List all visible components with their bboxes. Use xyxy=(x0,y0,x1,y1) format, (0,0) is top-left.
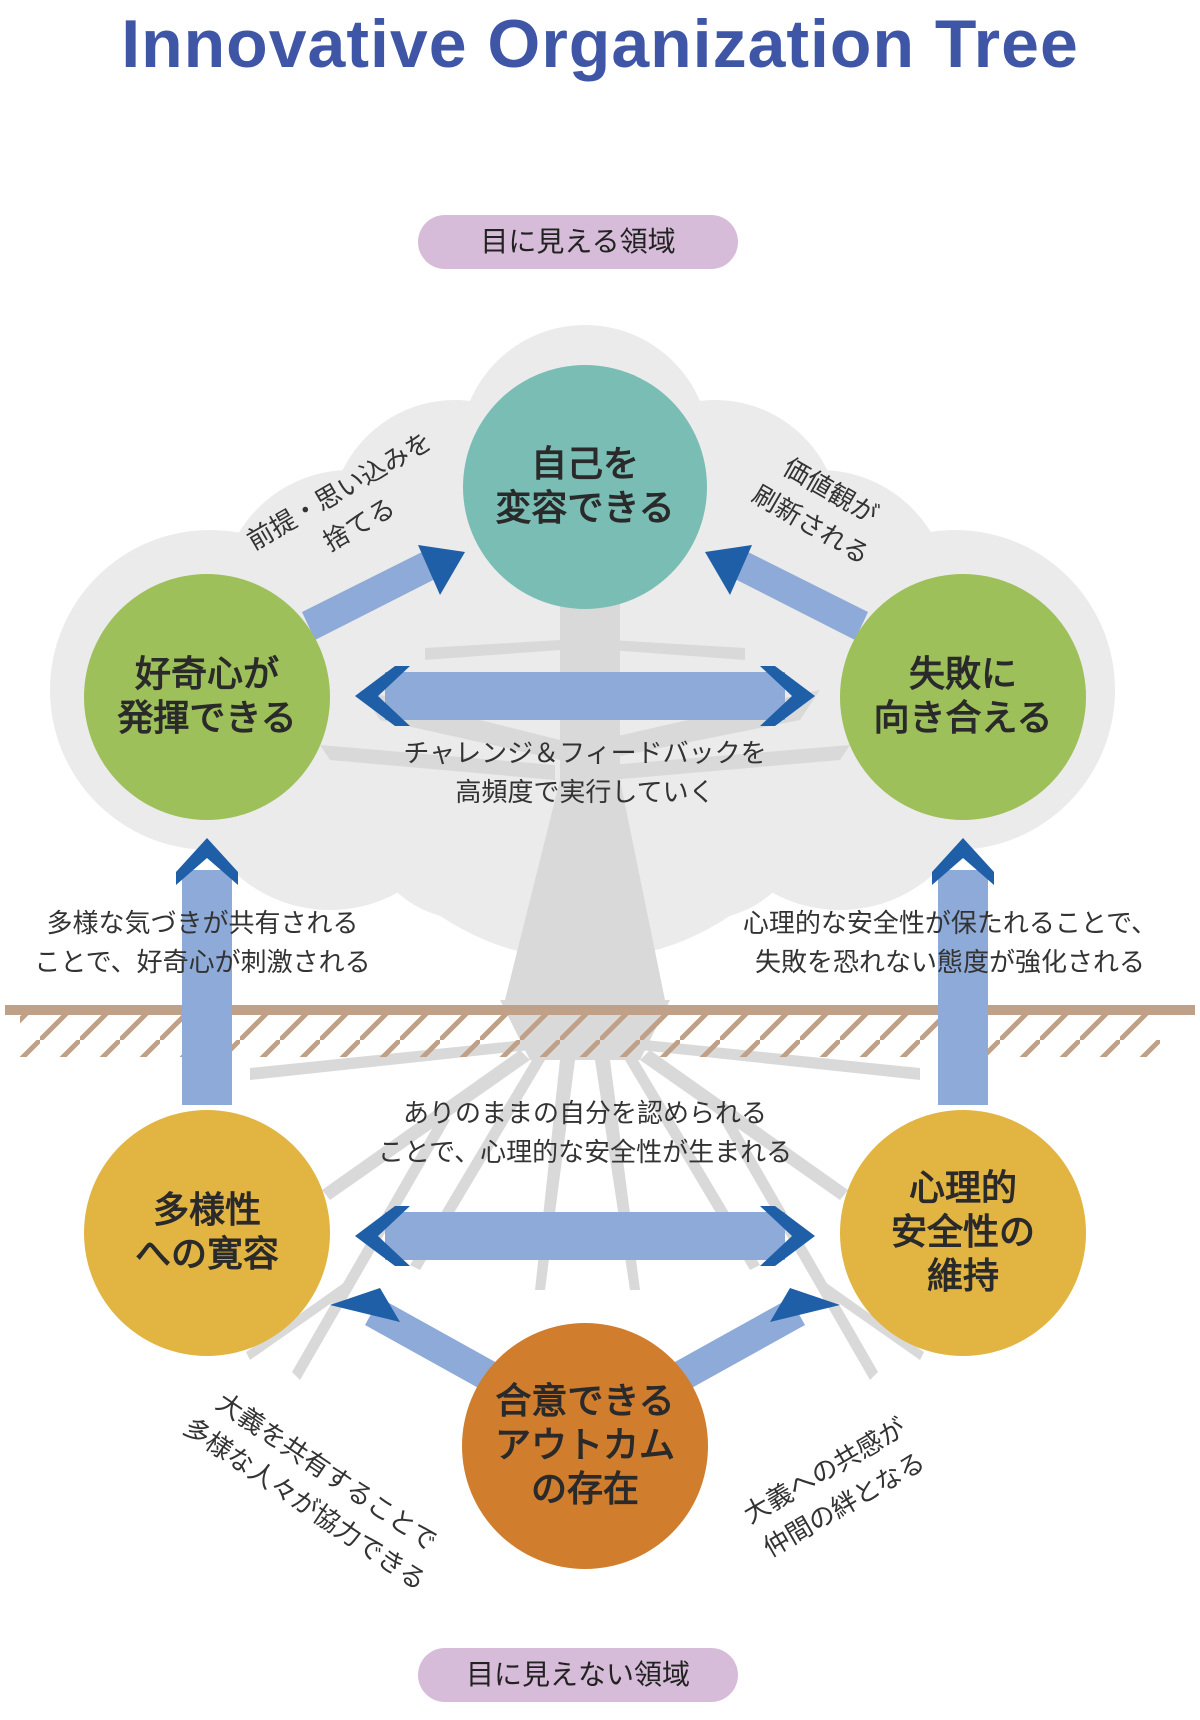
annotation-challenge-feedback: チャレンジ＆フィードバックを 高頻度で実行していく xyxy=(355,735,815,813)
node-outcome-line3: の存在 xyxy=(530,1468,639,1510)
arrow-diversity-safety-bidirectional xyxy=(355,1206,815,1266)
visible-zone-label: 目に見える領域 xyxy=(418,215,738,269)
arrow-outcome-to-safety xyxy=(655,1288,840,1400)
node-circle-outcome xyxy=(462,1323,708,1569)
invisible-zone-label: 目に見えない領域 xyxy=(418,1648,738,1702)
arrow-outcome-to-diversity xyxy=(330,1288,515,1400)
page-title: Innovative Organization Tree xyxy=(121,6,1079,82)
annotation-challenge-feedback-line1: チャレンジ＆フィードバックを xyxy=(403,739,767,769)
node-outcome: 合意できる アウトカム の存在 xyxy=(465,1356,705,1536)
arrow-safety-to-failure xyxy=(932,838,994,1105)
node-circle-safety xyxy=(840,1110,1086,1356)
node-circle-curiosity xyxy=(84,574,330,820)
node-circle-self-change xyxy=(463,365,707,609)
arrow-diversity-to-curiosity xyxy=(176,838,238,1105)
annotation-diversity-curiosity-line1: 多様な気づきが共有される xyxy=(46,909,359,939)
annotation-safety-failure: 心理的な安全性が保たれることで、 失敗を恐れない態度が強化される xyxy=(705,905,1195,983)
arrow-curiosity-to-self xyxy=(302,545,465,640)
node-safety-line3: 維持 xyxy=(926,1255,999,1297)
node-failure: 失敗に 向き合える xyxy=(853,635,1073,759)
annotation-challenge-feedback-line2: 高頻度で実行していく xyxy=(455,778,715,808)
node-safety-line1: 心理的 xyxy=(908,1168,1017,1210)
node-diversity: 多様性 への寛容 xyxy=(97,1171,317,1295)
node-diversity-line2: への寛容 xyxy=(134,1234,279,1275)
node-safety: 心理的 安全性の 維持 xyxy=(853,1143,1073,1323)
node-curiosity-line1: 好奇心が xyxy=(134,654,279,696)
arrow-curiosity-failure-bidirectional xyxy=(355,666,815,726)
annotation-accept-self-line2: ことで、心理的な安全性が生まれる xyxy=(377,1138,793,1168)
annotation-accept-self: ありのままの自分を認められる ことで、心理的な安全性が生まれる xyxy=(335,1095,835,1173)
node-outcome-line1: 合意できる xyxy=(495,1381,675,1423)
annotation-diversity-curiosity: 多様な気づきが共有される ことで、好奇心が刺激される xyxy=(0,905,405,983)
arrow-failure-to-self xyxy=(705,545,868,640)
node-diversity-line1: 多様性 xyxy=(152,1190,261,1232)
node-curiosity: 好奇心が 発揮できる xyxy=(97,635,317,759)
node-failure-line1: 失敗に xyxy=(908,654,1017,696)
node-self-change-line2: 変容できる xyxy=(495,488,675,529)
node-outcome-line2: アウトカム xyxy=(494,1425,675,1467)
annotation-diversity-curiosity-line2: ことで、好奇心が刺激される xyxy=(34,948,371,978)
node-self-change: 自己を 変容できる xyxy=(475,425,695,549)
annotation-accept-self-line1: ありのままの自分を認められる xyxy=(402,1099,767,1129)
node-self-change-line1: 自己を xyxy=(530,444,639,486)
node-failure-line2: 向き合える xyxy=(873,698,1053,739)
node-curiosity-line2: 発揮できる xyxy=(117,698,297,739)
node-circle-diversity xyxy=(84,1110,330,1356)
node-circle-failure xyxy=(840,574,1086,820)
annotation-safety-failure-line1: 心理的な安全性が保たれることで、 xyxy=(742,909,1158,939)
annotation-safety-failure-line2: 失敗を恐れない態度が強化される xyxy=(754,948,1145,978)
node-safety-line2: 安全性の xyxy=(890,1212,1035,1254)
